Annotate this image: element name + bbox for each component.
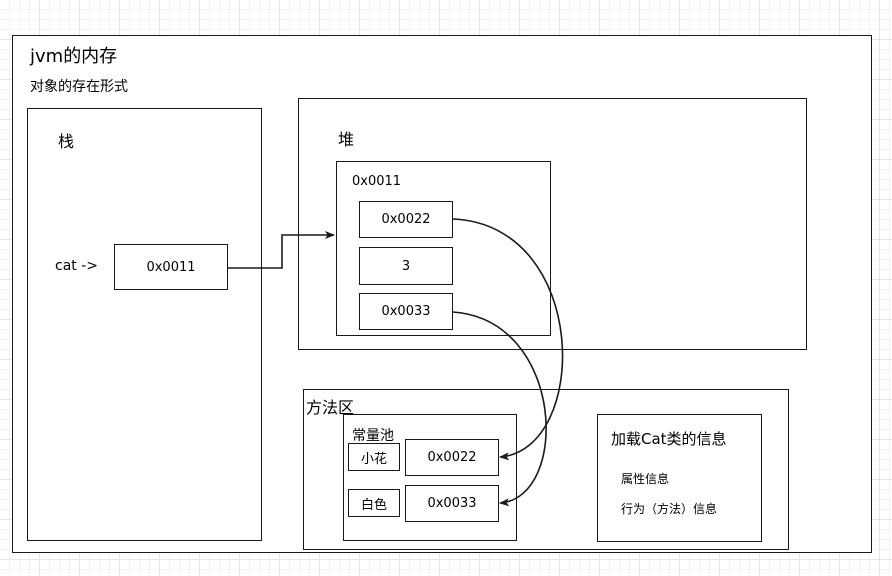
stack-ref-cell: 0x0011 <box>114 244 228 290</box>
heap-title: 堆 <box>338 130 355 149</box>
class-info-line-1: 行为（方法）信息 <box>621 502 718 516</box>
constant-pool-title: 常量池 <box>352 428 394 444</box>
constant-pool-address-0: 0x0022 <box>405 439 499 476</box>
class-info <box>597 414 762 542</box>
stack-area <box>27 108 262 541</box>
heap-field-color: 0x0033 <box>359 293 453 330</box>
constant-pool-value-0: 小花 <box>348 443 400 471</box>
jvm-subtitle: 对象的存在形式 <box>30 79 128 95</box>
stack-title: 栈 <box>58 132 75 151</box>
constant-pool-address-1: 0x0033 <box>405 485 499 522</box>
class-info-title: 加载Cat类的信息 <box>611 430 727 448</box>
class-info-line-0: 属性信息 <box>621 472 670 486</box>
heap-object-address: 0x0011 <box>352 174 402 189</box>
stack-var-label: cat -> <box>55 258 98 274</box>
heap-field-age: 3 <box>359 247 453 285</box>
constant-pool-value-1: 白色 <box>348 489 400 517</box>
method-area-title: 方法区 <box>306 398 355 417</box>
heap-field-name: 0x0022 <box>359 201 453 238</box>
jvm-title: jvm的内存 <box>30 46 118 67</box>
